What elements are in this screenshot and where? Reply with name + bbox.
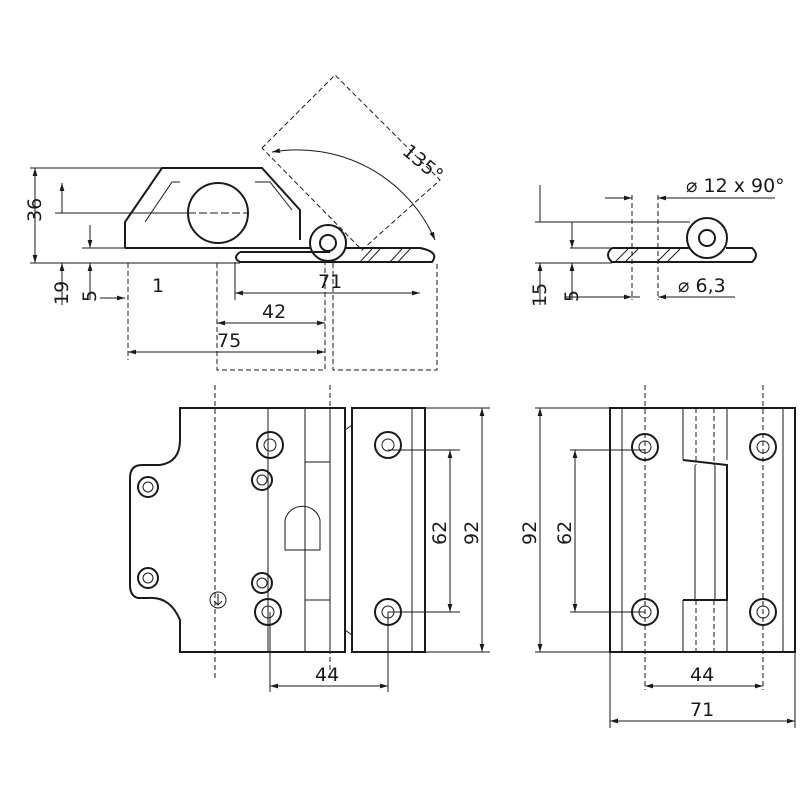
dim-5: 5 [561,290,583,302]
dim-19: 19 [51,281,73,305]
dim-62: 62 [554,521,576,545]
end-view: 15 5 ⌀ 12 x 90° ⌀ 6,3 [529,175,785,307]
knuckle [309,224,347,262]
dim-15: 15 [529,283,551,307]
hole-label: ⌀ 6,3 [678,275,726,297]
dim-92: 92 [519,521,541,545]
dim-44: 44 [690,664,714,686]
dim-92: 92 [461,521,483,545]
screw-holes [137,431,402,626]
countersink-label: ⌀ 12 x 90° [686,175,785,197]
dim-71: 71 [690,699,714,721]
front-view-right: 92 62 44 71 [519,385,796,728]
dim-42: 42 [262,301,286,323]
hinge-body-outline [124,167,310,249]
dim-62: 62 [429,521,451,545]
dim-36: 36 [24,198,46,222]
side-view: 135° 36 19 5 1 71 42 75 [24,74,447,371]
dim-44: 44 [315,664,339,686]
dim-75: 75 [217,330,241,352]
direction-icon [209,591,227,609]
leaf-plate [235,247,436,263]
dim-71: 71 [318,271,342,293]
front-view-left: 62 92 44 [129,385,490,692]
dim-1: 1 [152,275,164,297]
dim-5: 5 [79,290,101,302]
